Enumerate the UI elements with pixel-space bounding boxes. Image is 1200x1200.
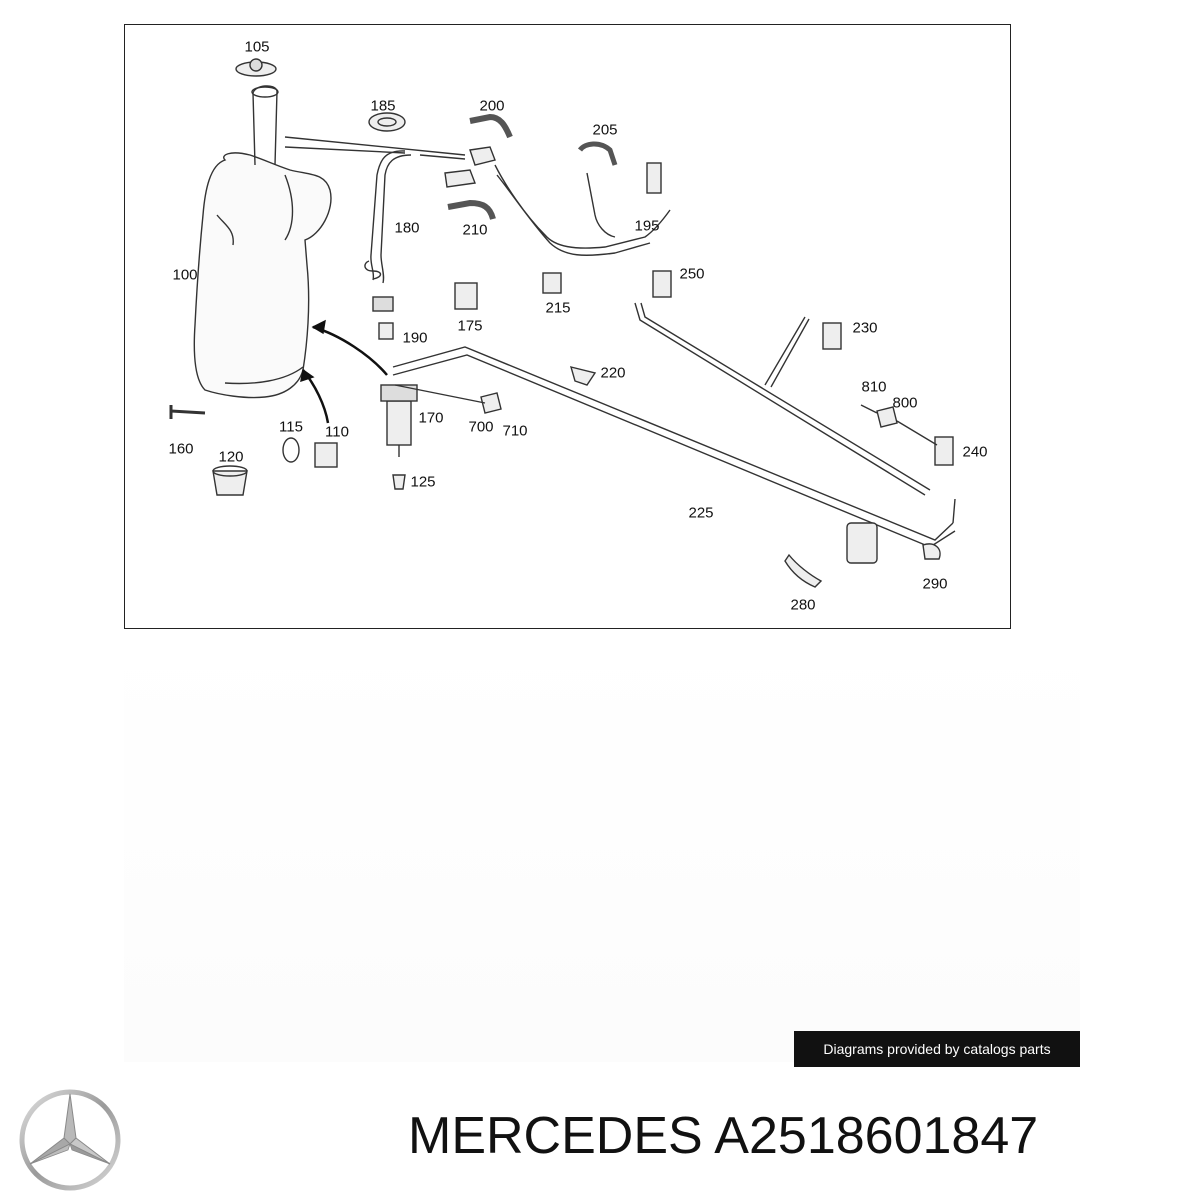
part-label-180: 180 — [394, 219, 420, 237]
part-label-190: 190 — [402, 329, 428, 347]
pump-170 — [386, 400, 412, 446]
clip-215 — [542, 272, 562, 294]
part-label-240: 240 — [962, 443, 988, 461]
filler-neck — [252, 85, 278, 166]
clip-175 — [454, 282, 478, 310]
part-label-230: 230 — [852, 319, 878, 337]
part-label-100: 100 — [172, 266, 198, 284]
seal-115 — [282, 437, 300, 463]
part-label-125: 125 — [410, 473, 436, 491]
filler-neck-rim — [251, 86, 279, 98]
part-title: MERCEDES A2518601847 — [408, 1110, 1038, 1162]
mercedes-star-icon — [19, 1089, 121, 1191]
part-label-800: 800 — [892, 394, 918, 412]
line-225 — [392, 346, 956, 548]
reservoir-tank — [193, 152, 332, 399]
part-label-120: 120 — [218, 448, 244, 466]
clip-220 — [569, 366, 597, 386]
clip-280 — [784, 553, 823, 588]
part-label-175: 175 — [457, 317, 483, 335]
screw-160 — [169, 405, 206, 419]
pointer-arrow — [312, 325, 388, 376]
part-label-205: 205 — [592, 121, 618, 139]
part-label-210: 210 — [462, 221, 488, 239]
part-label-115: 115 — [279, 418, 303, 436]
line-205 — [494, 164, 671, 256]
part-label-810: 810 — [861, 378, 887, 396]
nozzle-230 — [822, 322, 842, 350]
part-label-170: 170 — [418, 409, 444, 427]
hose-180 — [370, 150, 412, 284]
nozzle-240 — [934, 436, 954, 466]
line-250 — [634, 302, 931, 496]
part-label-700: 700 — [468, 418, 494, 436]
part-label-200: 200 — [479, 97, 505, 115]
part-label-215: 215 — [545, 299, 571, 317]
page-background — [124, 632, 1080, 1062]
part-label-160: 160 — [168, 440, 194, 458]
nozzle-250 — [652, 270, 672, 298]
part-label-225: 225 — [688, 504, 714, 522]
part-label-710: 710 — [502, 422, 528, 440]
part-label-105: 105 — [244, 38, 270, 56]
part-label-220: 220 — [600, 364, 626, 382]
connector-block — [444, 146, 496, 188]
part-number: A2518601847 — [714, 1107, 1039, 1165]
valve-700 — [480, 392, 502, 414]
grommet-185 — [368, 112, 406, 132]
diagram-drawing — [169, 58, 956, 588]
part-label-250: 250 — [679, 265, 705, 283]
parts-diagram: 105 185 200 205 195 210 180 100 215 175 … — [124, 24, 1011, 629]
connector-110 — [314, 442, 338, 468]
fitting-205 — [577, 141, 618, 166]
clip-290 — [922, 543, 941, 560]
grommet-120 — [212, 470, 248, 496]
part-label-280: 280 — [790, 596, 816, 614]
tank-detail-lines — [216, 174, 304, 385]
tank-hose-lines — [284, 136, 466, 160]
connector-190 — [378, 322, 394, 340]
nozzle-195 — [646, 162, 662, 194]
part-label-185: 185 — [370, 97, 396, 115]
hose-210 — [447, 199, 496, 220]
grommet-225 — [846, 522, 878, 564]
brand-name: MERCEDES — [408, 1107, 703, 1165]
part-125 — [392, 474, 406, 490]
valve-800 — [876, 406, 898, 428]
hose-200 — [469, 113, 513, 139]
part-label-110: 110 — [325, 423, 349, 441]
part-label-195: 195 — [634, 217, 660, 235]
diagram-credit-badge: Diagrams provided by catalogs parts — [794, 1031, 1080, 1067]
part-label-290: 290 — [922, 575, 948, 593]
